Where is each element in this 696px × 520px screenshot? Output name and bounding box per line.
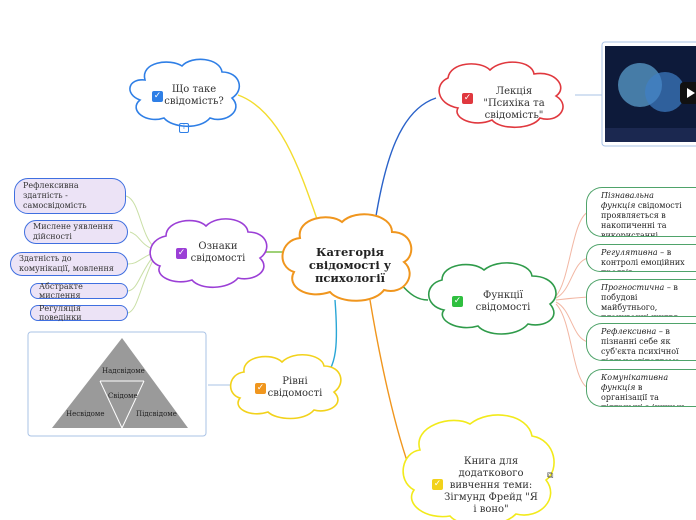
function-item[interactable]: Пізнавальна функція свідомості проявляєт… xyxy=(586,187,696,237)
video-thumbnail xyxy=(601,41,696,147)
topic-functions[interactable]: Функції свідомості xyxy=(475,290,531,313)
play-icon xyxy=(680,82,696,104)
pyramid-label-middle: Свідоме xyxy=(108,392,138,400)
check-icon-signs[interactable]: ✓ xyxy=(176,248,187,259)
pyramid-label-top: Надсвідоме xyxy=(102,367,145,375)
connector-book xyxy=(369,299,413,476)
cloud-levels xyxy=(229,354,342,420)
topic-book[interactable]: Книга для додаткового вивчення теми: Зіг… xyxy=(444,456,538,515)
sign-item[interactable]: Здатність до комунікації, мовлення xyxy=(10,252,128,276)
info-icon[interactable]: i xyxy=(179,123,189,133)
function-item[interactable]: Комунікативна функція в організації та п… xyxy=(586,369,696,407)
connector-lecture xyxy=(374,97,437,223)
topic-levels[interactable]: Рівні свідомості xyxy=(267,376,323,399)
cloud-lecture xyxy=(438,61,564,129)
central-topic[interactable]: Категорія свідомості у психології xyxy=(308,245,392,285)
topic-what-is[interactable]: Що таке свідомість? xyxy=(164,84,224,107)
cloud-what-is xyxy=(129,58,241,128)
check-icon-lecture[interactable]: ✓ xyxy=(462,93,473,104)
check-icon-book[interactable]: ✓ xyxy=(432,479,443,490)
sign-item[interactable]: Мислене уявлення дійсності xyxy=(24,220,128,244)
sign-item[interactable]: Абстракте мислення xyxy=(30,282,128,300)
cloud-central xyxy=(281,213,413,302)
external-link-icon[interactable]: ⧉ xyxy=(547,471,554,481)
function-connectors xyxy=(555,211,589,389)
cloud-signs xyxy=(149,218,268,289)
topic-signs[interactable]: Ознаки свідомості xyxy=(190,241,246,264)
function-item[interactable]: Регулятивна – в контролі емоційних прояв… xyxy=(586,244,696,272)
cloud-functions xyxy=(427,262,557,335)
cloud-book xyxy=(402,414,555,520)
function-item[interactable]: Рефлексивна – в пізнанні себе як суб'єкт… xyxy=(586,323,696,361)
check-icon-levels[interactable]: ✓ xyxy=(255,383,266,394)
check-icon-functions[interactable]: ✓ xyxy=(452,296,463,307)
sign-item[interactable]: Регуляція поведінки xyxy=(30,304,128,322)
connector-what-is xyxy=(237,94,319,223)
check-icon-what-is[interactable]: ✓ xyxy=(152,91,163,102)
pyramid-diagram xyxy=(52,338,188,429)
function-item[interactable]: Прогностична – в побудові майбутнього, п… xyxy=(586,279,696,317)
topic-lecture[interactable]: Лекція "Психіка та свідомість" xyxy=(483,86,545,121)
pyramid-label-left: Несвідоме xyxy=(66,410,105,418)
sign-item[interactable]: Рефлексивна здатність - самосвідомість xyxy=(14,178,126,214)
pyramid-label-right: Підсвідоме xyxy=(136,410,177,418)
